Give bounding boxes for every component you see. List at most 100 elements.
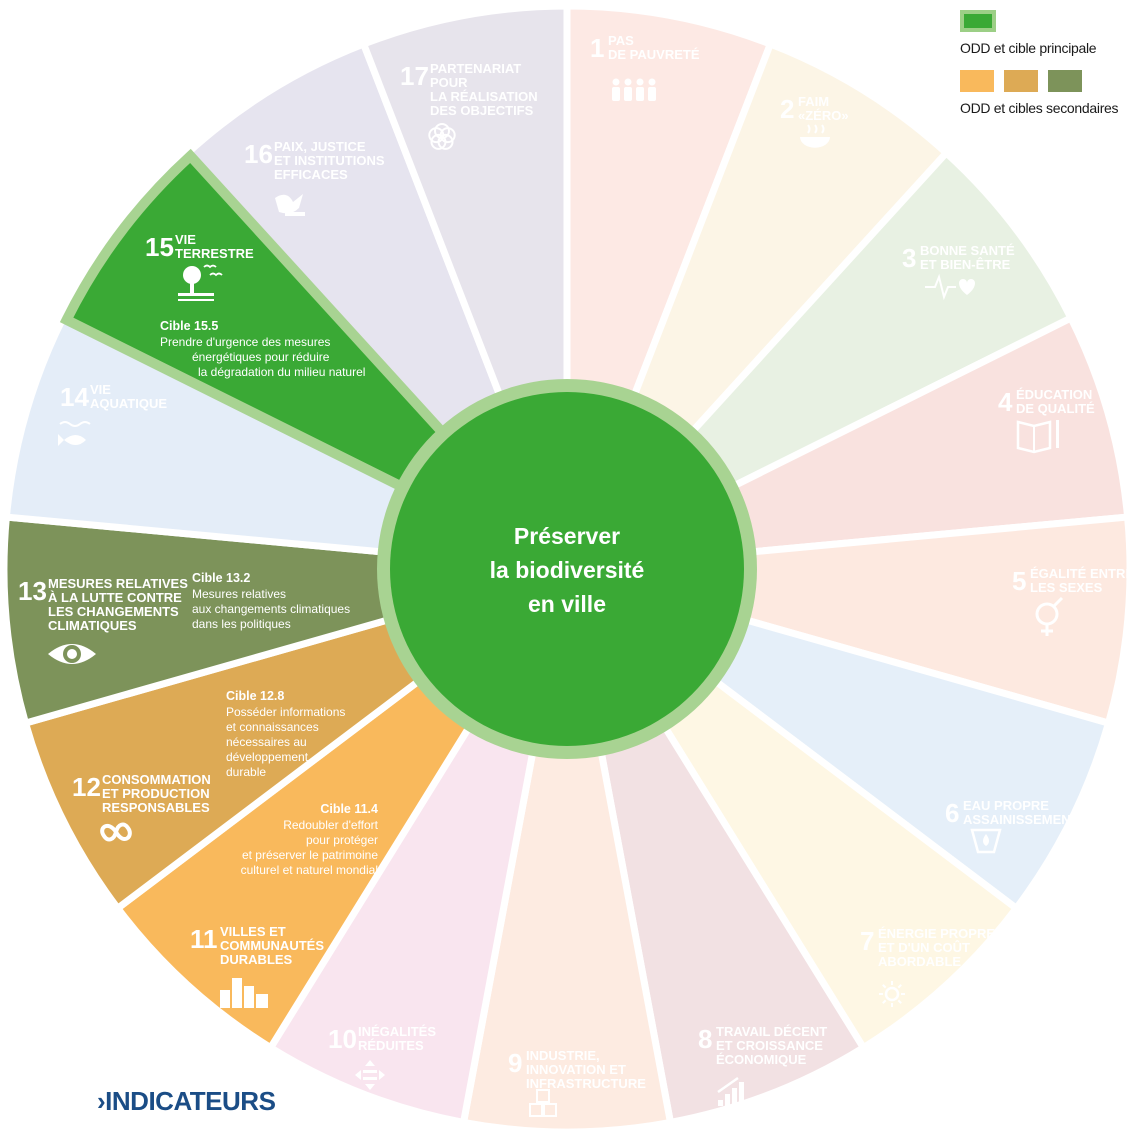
target-description-line: Posséder informations xyxy=(226,705,345,719)
goal-title-line: CLIMATIQUES xyxy=(48,618,137,633)
goal-title-line: CONSOMMATION xyxy=(102,772,211,787)
fish-icon xyxy=(58,421,91,446)
target-title: Cible 12.8 xyxy=(226,689,284,703)
goal-title-line: AQUATIQUE xyxy=(90,396,167,411)
book-icon xyxy=(1016,420,1059,454)
target-description-line: la dégradation du milieu naturel xyxy=(198,365,365,379)
tree-icon xyxy=(178,264,223,301)
target-description-line: pour protéger xyxy=(306,833,378,847)
legend-secondary-swatch-3 xyxy=(1048,70,1082,92)
goal-title-line: EAU PROPRE xyxy=(963,798,1049,813)
indicators-link[interactable]: ›INDICATEURS xyxy=(97,1086,276,1117)
goal-title-line: À LA LUTTE CONTRE xyxy=(48,590,182,605)
goal-title-line: VIE xyxy=(90,382,111,397)
goal-number-12: 12 xyxy=(72,772,101,802)
center-circle: Préserver la biodiversité en ville xyxy=(377,379,757,759)
goal-number-17: 17 xyxy=(400,61,429,91)
target-description-line: et préserver le patrimoine xyxy=(242,848,378,862)
target-description-line: aux changements climatiques xyxy=(192,602,350,616)
goal-title-line: ET CROISSANCE xyxy=(716,1038,823,1053)
goal-title-line: DES OBJECTIFS xyxy=(430,103,534,118)
goal-number-7: 7 xyxy=(860,926,874,956)
goal-title-line: ABORDABLE xyxy=(878,954,961,969)
legend-primary-swatches xyxy=(960,10,1130,32)
goal-number-3: 3 xyxy=(902,243,916,273)
goal-number-11: 11 xyxy=(190,924,218,954)
gender-equality-icon xyxy=(1035,596,1064,636)
goal-title-line: «ZÉRO» xyxy=(798,108,849,123)
goal-title-line: PAS xyxy=(608,33,634,48)
partnership-icon xyxy=(428,123,456,150)
center-title-line-3: en ville xyxy=(528,591,606,617)
legend-primary-swatch xyxy=(960,10,996,32)
infinity-icon xyxy=(100,822,132,842)
city-icon xyxy=(220,978,268,1008)
earth-eye-icon xyxy=(48,644,96,664)
goal-title-line: INÉGALITÉS xyxy=(358,1024,436,1039)
target-description-line: Mesures relatives xyxy=(192,587,286,601)
target-title: Cible 11.4 xyxy=(320,802,378,816)
legend-secondary-label: ODD et cibles secondaires xyxy=(960,100,1119,116)
goal-wedge-9 xyxy=(459,568,675,1135)
growth-chart-icon xyxy=(717,1076,744,1106)
legend-secondary-swatch-2 xyxy=(1004,70,1038,92)
goal-number-10: 10 xyxy=(328,1024,357,1054)
goal-number-15: 15 xyxy=(145,232,174,262)
target-description-line: dans les politiques xyxy=(192,617,291,631)
goal-title-line: TRAVAIL DÉCENT xyxy=(716,1024,827,1039)
water-drop-icon xyxy=(970,828,1002,854)
goal-title-line: MESURES RELATIVES xyxy=(48,576,188,591)
sun-icon xyxy=(879,981,905,1007)
goal-title-line: ÉGALITÉ ENTRE xyxy=(1030,566,1133,581)
goal-number-5: 5 xyxy=(1012,566,1026,596)
goal-title-line: BONNE SANTÉ xyxy=(920,243,1015,258)
target-description-line: Prendre d'urgence des mesures xyxy=(160,335,330,349)
goal-number-1: 1 xyxy=(590,33,604,63)
target-description-line: culturel et naturel mondial xyxy=(241,863,378,877)
goal-number-2: 2 xyxy=(780,94,794,124)
dove-icon xyxy=(275,194,305,216)
goal-number-9: 9 xyxy=(508,1048,522,1078)
target-description-line: durable xyxy=(226,765,266,779)
goal-number-6: 6 xyxy=(945,798,959,828)
goal-title-line: POUR xyxy=(430,75,468,90)
goal-title-line: VILLES ET xyxy=(220,924,286,939)
goal-title-line: PAIX, JUSTICE xyxy=(274,139,366,154)
goal-title-line: ET BIEN-ÊTRE xyxy=(920,257,1011,272)
goal-title-line: ET PRODUCTION xyxy=(102,786,210,801)
legend-secondary-swatch-1 xyxy=(960,70,994,92)
goal-title-line: ÉCONOMIQUE xyxy=(716,1052,807,1067)
goal-title-line: ÉDUCATION xyxy=(1016,387,1092,402)
bowl-icon xyxy=(800,124,830,148)
goal-title-line: PARTENARIAT xyxy=(430,61,521,76)
goal-title-line: INFRASTRUCTURE xyxy=(526,1076,646,1091)
goal-title-line: EFFICACES xyxy=(274,167,348,182)
center-title-line-2: la biodiversité xyxy=(490,557,645,583)
target-title: Cible 15.5 xyxy=(160,319,218,333)
legend-secondary-swatches xyxy=(960,70,1130,92)
target-description-line: nécessaires au xyxy=(226,735,307,749)
goal-title-line: VIE xyxy=(175,232,196,247)
goal-title-line: ASSAINISSEMENT xyxy=(963,812,1079,827)
goal-title-line: ET D'UN COÛT xyxy=(878,940,970,955)
target-description-line: et connaissances xyxy=(226,720,319,734)
center-title-line-1: Préserver xyxy=(514,523,620,549)
